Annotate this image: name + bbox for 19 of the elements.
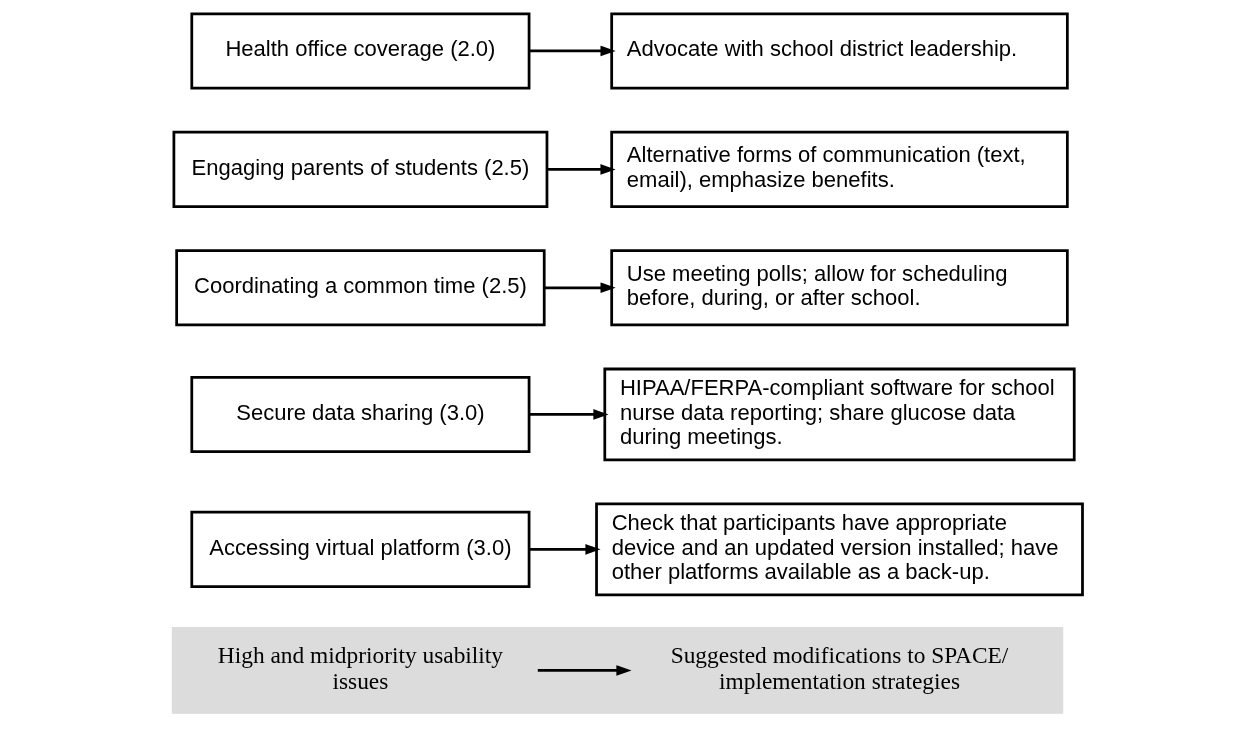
node-box: Use meeting polls; allow for scheduling before, during, or after school. (610, 249, 1069, 327)
node-box: Check that participants have appropriate device and an updated version installed; have other platforms available as a back-up. (595, 502, 1084, 597)
cluster (171, 627, 1064, 714)
arrow (544, 282, 616, 294)
node-box: HIPAA/FERPA-compliant software for school nurse data reporting; share glucose data during meetings. (603, 367, 1076, 462)
arrow (547, 164, 616, 175)
node-box: Alternative forms of communication (text, email), emphasize benefits. (610, 130, 1069, 208)
node-box: Health office coverage (2.0) (190, 12, 531, 90)
node-box: Secure data sharing (3.0) (190, 375, 531, 453)
node-text: Suggested modifications to SPACE/ implementation strategies (670, 642, 1009, 695)
node-box: Coordinating a common time (2.5) (175, 249, 546, 327)
node-box: Accessing virtual platform (3.0) (190, 510, 531, 588)
arrow (529, 544, 601, 555)
node-box: Advocate with school district leadership. (610, 12, 1069, 90)
node-box: Engaging parents of students (2.5) (172, 130, 549, 208)
arrow (529, 409, 609, 420)
arrow (537, 665, 632, 676)
arrow (529, 45, 616, 57)
node-text: High and midpriority usability issues (217, 642, 504, 695)
